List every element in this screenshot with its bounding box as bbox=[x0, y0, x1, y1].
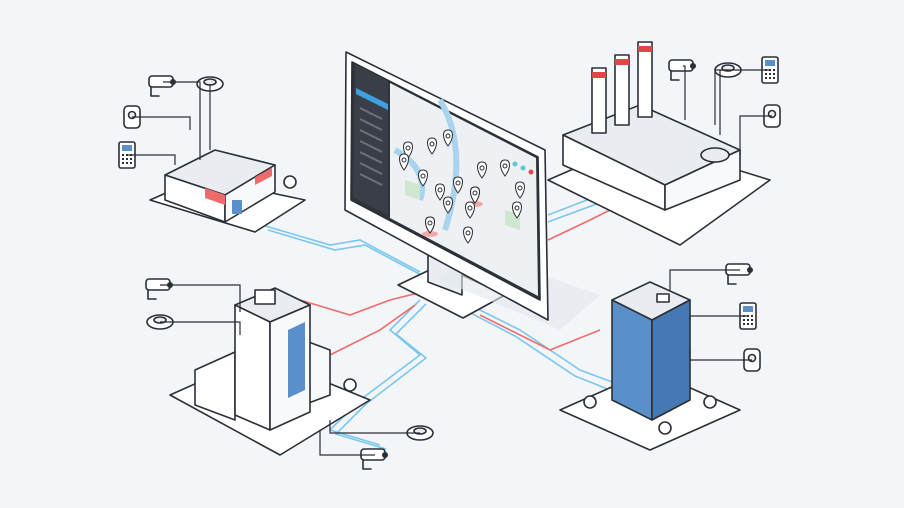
glass-facade bbox=[288, 322, 305, 398]
location-marker-icon[interactable] bbox=[463, 226, 473, 244]
location-marker-icon[interactable] bbox=[443, 129, 453, 147]
tree bbox=[583, 395, 597, 409]
leader-line bbox=[160, 321, 241, 335]
location-marker-icon[interactable] bbox=[425, 216, 435, 234]
motion-sensor-icon bbox=[123, 105, 141, 129]
leader-line bbox=[689, 350, 752, 361]
leader-line bbox=[132, 116, 191, 130]
sidebar-item[interactable] bbox=[359, 151, 383, 164]
chimneys bbox=[591, 41, 653, 134]
awning bbox=[255, 168, 272, 185]
low-building bbox=[194, 351, 236, 421]
leader-line bbox=[739, 115, 772, 155]
device-leader-lines bbox=[127, 65, 772, 456]
location-marker-icon[interactable] bbox=[512, 201, 522, 219]
glass-tower bbox=[559, 281, 741, 451]
leader-line bbox=[719, 69, 770, 135]
location-marker-icon[interactable] bbox=[500, 159, 510, 177]
sidebar-item[interactable] bbox=[359, 140, 383, 153]
tree bbox=[658, 421, 672, 435]
roof-box bbox=[656, 293, 670, 303]
leader-line bbox=[160, 284, 241, 312]
leader-line bbox=[669, 269, 740, 290]
tree bbox=[343, 378, 357, 392]
location-marker-icon[interactable] bbox=[427, 137, 437, 155]
leader-line bbox=[329, 420, 420, 434]
screen-sidebar bbox=[353, 64, 388, 215]
location-marker-icon[interactable] bbox=[435, 183, 445, 201]
awning bbox=[205, 188, 225, 205]
location-marker-icon[interactable] bbox=[465, 201, 475, 219]
leader-line bbox=[163, 81, 201, 160]
tower-side bbox=[651, 299, 691, 421]
location-marker-icon[interactable] bbox=[515, 181, 525, 199]
sidebar-items bbox=[359, 107, 383, 186]
tree bbox=[703, 395, 717, 409]
leader-line bbox=[319, 430, 375, 456]
map-park bbox=[405, 180, 420, 200]
window-dot bbox=[512, 161, 518, 167]
location-marker-icon[interactable] bbox=[453, 176, 463, 194]
tank bbox=[700, 147, 730, 163]
monitor bbox=[344, 51, 600, 330]
sidebar-item[interactable] bbox=[359, 107, 383, 120]
camera-icon bbox=[668, 59, 696, 81]
sidebar-item[interactable] bbox=[359, 129, 383, 142]
sidebar-item[interactable] bbox=[359, 173, 383, 186]
tree bbox=[283, 175, 297, 189]
factory bbox=[547, 41, 771, 246]
red-cables bbox=[299, 209, 611, 356]
sidebar-item[interactable] bbox=[359, 162, 383, 175]
location-marker-icon[interactable] bbox=[418, 169, 428, 187]
tower-front bbox=[611, 299, 653, 421]
window-dot bbox=[528, 169, 534, 175]
sidebar-item[interactable] bbox=[359, 118, 383, 131]
leader-line bbox=[689, 315, 748, 320]
location-marker-icon[interactable] bbox=[399, 153, 409, 171]
location-marker-icon[interactable] bbox=[470, 186, 480, 204]
leader-line bbox=[127, 154, 176, 165]
retail-store bbox=[149, 149, 306, 233]
sidebar-item-active[interactable] bbox=[356, 88, 388, 110]
leader-line bbox=[683, 65, 686, 120]
map-markers bbox=[399, 129, 525, 244]
roof-box bbox=[254, 289, 276, 305]
window-controls bbox=[512, 161, 534, 175]
window-dot bbox=[520, 165, 526, 171]
map-area[interactable] bbox=[390, 83, 538, 296]
office-complex bbox=[169, 287, 371, 456]
location-marker-icon[interactable] bbox=[477, 161, 487, 179]
window bbox=[232, 200, 242, 214]
location-marker-icon[interactable] bbox=[443, 196, 453, 214]
